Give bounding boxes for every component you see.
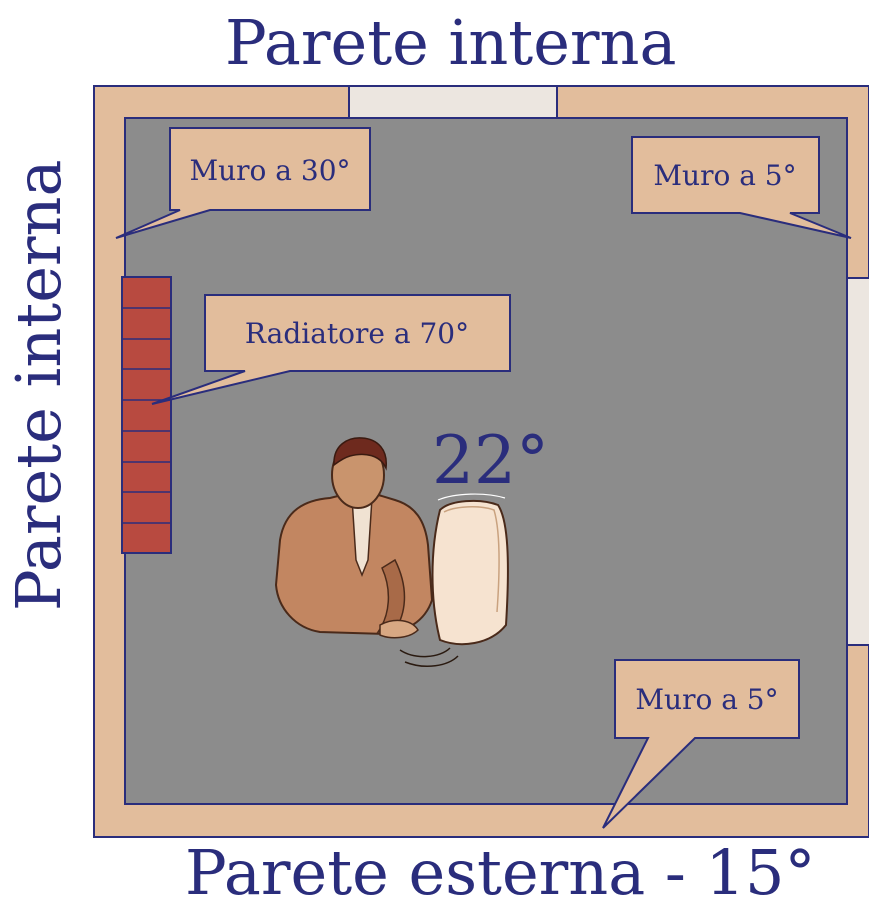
callout-radiator: Radiatore a 70° <box>151 294 511 405</box>
room-temperature-label: 22° <box>432 422 549 499</box>
right-window <box>846 277 869 646</box>
radiator <box>121 276 172 554</box>
callout-wall-top-left: Muro a 30° <box>115 127 371 239</box>
callout-wall-bottom-right-text: Muro a 5° <box>635 683 778 716</box>
top-wall-label: Parete interna <box>225 6 677 79</box>
bottom-wall-label: Parete esterna - 15° <box>185 836 816 909</box>
callout-wall-top-right: Muro a 5° <box>631 136 852 239</box>
left-wall-label: Parete interna <box>2 159 75 611</box>
callout-wall-bottom-right: Muro a 5° <box>602 659 800 829</box>
callout-wall-top-right-text: Muro a 5° <box>653 159 796 192</box>
callout-radiator-text: Radiatore a 70° <box>245 317 469 350</box>
top-window <box>348 85 558 119</box>
callout-wall-top-left-text: Muro a 30° <box>189 154 350 187</box>
person-at-computer-icon <box>274 437 509 668</box>
